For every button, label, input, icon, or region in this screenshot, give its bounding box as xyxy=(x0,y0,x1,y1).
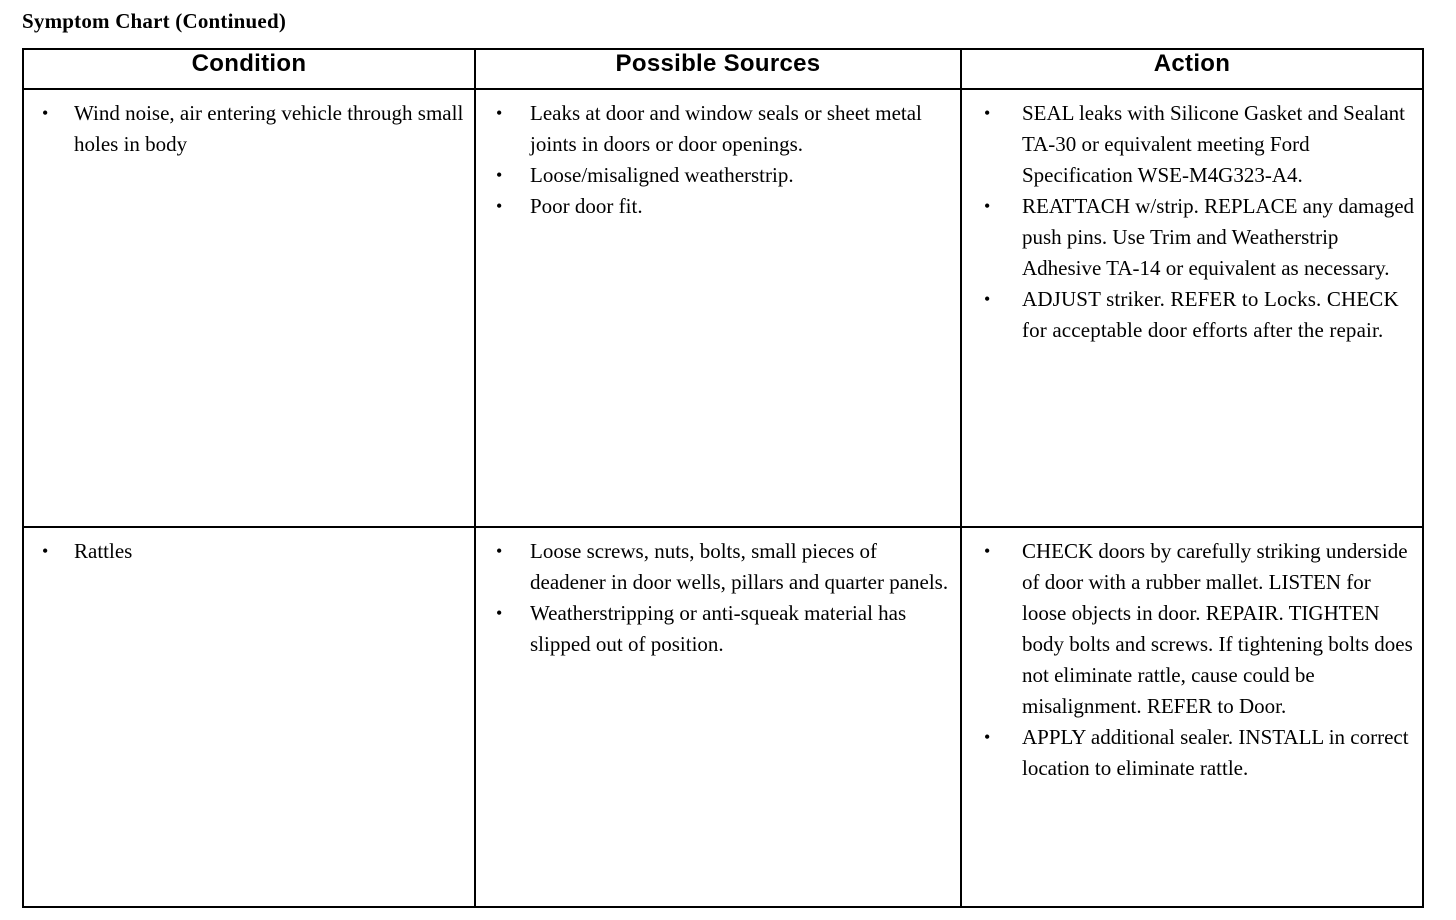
bullet-list-condition: Rattles xyxy=(28,536,468,567)
list-item: Weatherstripping or anti-squeak material… xyxy=(480,598,954,660)
cell-action: CHECK doors by carefully striking unders… xyxy=(960,526,1424,908)
list-item: Rattles xyxy=(28,536,468,567)
page-title: Symptom Chart (Continued) xyxy=(22,9,287,33)
cell-action: SEAL leaks with Silicone Gasket and Seal… xyxy=(960,88,1424,528)
list-item: Loose/misaligned weatherstrip. xyxy=(480,160,954,191)
column-header-condition: Condition xyxy=(22,48,476,90)
symptom-chart-table: Condition Possible Sources Action Wind n… xyxy=(22,48,1424,908)
list-item: APPLY additional sealer. INSTALL in corr… xyxy=(966,722,1416,784)
list-item: CHECK doors by carefully striking unders… xyxy=(966,536,1416,722)
table-row: Wind noise, air entering vehicle through… xyxy=(22,88,1424,528)
bullet-list-condition: Wind noise, air entering vehicle through… xyxy=(28,98,468,160)
table-body: Wind noise, air entering vehicle through… xyxy=(22,88,1424,908)
column-header-action: Action xyxy=(960,48,1424,90)
list-item: REATTACH w/strip. REPLACE any damaged pu… xyxy=(966,191,1416,284)
list-item: SEAL leaks with Silicone Gasket and Seal… xyxy=(966,98,1416,191)
cell-condition: Rattles xyxy=(22,526,476,908)
table-header: Condition Possible Sources Action xyxy=(22,48,1424,90)
list-item: Wind noise, air entering vehicle through… xyxy=(28,98,468,160)
list-item: ADJUST striker. REFER to Locks. CHECK fo… xyxy=(966,284,1416,346)
table-header-row: Condition Possible Sources Action xyxy=(22,48,1424,90)
bullet-list-action: CHECK doors by carefully striking unders… xyxy=(966,536,1416,784)
cell-possible-sources: Loose screws, nuts, bolts, small pieces … xyxy=(474,526,962,908)
list-item: Loose screws, nuts, bolts, small pieces … xyxy=(480,536,954,598)
cell-condition: Wind noise, air entering vehicle through… xyxy=(22,88,476,528)
list-item: Poor door fit. xyxy=(480,191,954,222)
bullet-list-possible-sources: Loose screws, nuts, bolts, small pieces … xyxy=(480,536,954,660)
cell-possible-sources: Leaks at door and window seals or sheet … xyxy=(474,88,962,528)
bullet-list-action: SEAL leaks with Silicone Gasket and Seal… xyxy=(966,98,1416,346)
list-item: Leaks at door and window seals or sheet … xyxy=(480,98,954,160)
bullet-list-possible-sources: Leaks at door and window seals or sheet … xyxy=(480,98,954,222)
table-row: Rattles Loose screws, nuts, bolts, small… xyxy=(22,526,1424,908)
column-header-possible-sources: Possible Sources xyxy=(474,48,962,90)
